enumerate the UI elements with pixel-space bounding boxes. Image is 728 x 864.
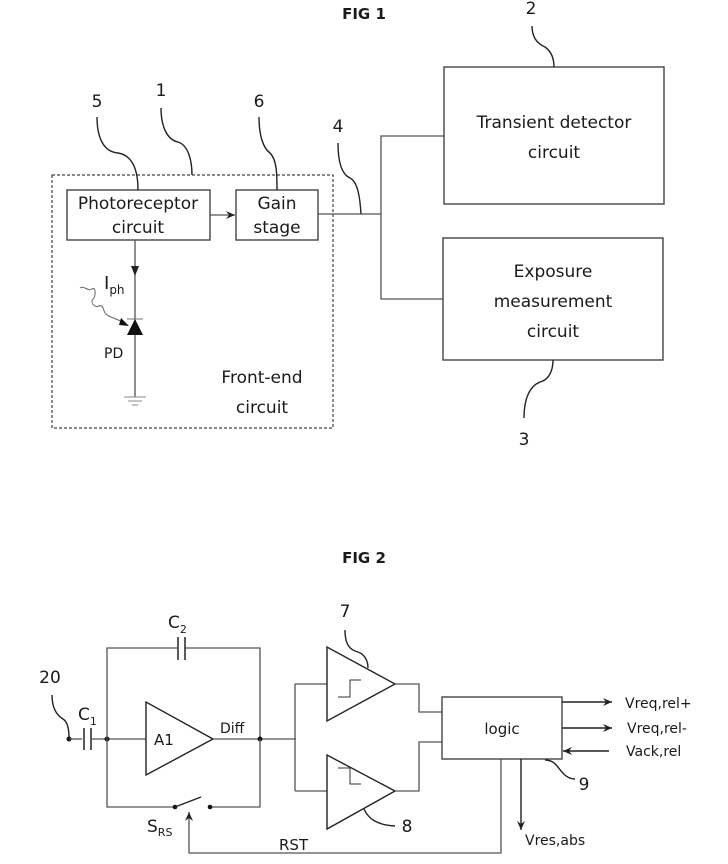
ref-9: 9	[579, 775, 590, 795]
branch-to-transient	[380, 135, 444, 214]
branch-to-exposure	[380, 214, 443, 300]
transient-detector-box	[443, 66, 665, 205]
gain-stage-label-line1: Gain	[257, 194, 296, 214]
ref-20-leader	[51, 694, 70, 739]
logic-label: logic	[484, 720, 519, 738]
switch-label: SRS	[147, 817, 172, 839]
ref-20: 20	[39, 668, 61, 688]
ref-2: 2	[526, 0, 537, 19]
amplifier-a1-label: A1	[154, 731, 174, 749]
c1-label: C1	[78, 705, 97, 728]
c2-label: C2	[168, 613, 187, 636]
photoreceptor-label-line1: Photoreceptor	[78, 194, 198, 214]
gain-stage-box	[235, 189, 319, 241]
c2-feedback-wire-right	[185, 647, 261, 739]
light-arrow-head-icon	[119, 318, 129, 326]
ref-1-leader	[160, 107, 193, 176]
ref-4: 4	[333, 117, 344, 137]
ref-8: 8	[402, 817, 413, 837]
switch-node-right	[207, 804, 213, 810]
vreq-rel-plus-label: Vreq,rel+	[625, 696, 692, 712]
ground-icon	[124, 396, 146, 406]
ref-3-leader	[523, 359, 554, 419]
photocurrent-label: Iph	[104, 273, 125, 297]
fig1: FIG 1 Front-end circuit Photoreceptor ci…	[51, 0, 665, 450]
reset-switch-icon	[174, 796, 202, 808]
ref-9-leader	[544, 759, 576, 780]
fig1-title: FIG 1	[342, 5, 386, 23]
switch-wire-right	[210, 739, 261, 808]
switch-wire-left	[106, 739, 175, 808]
exposure-label-line2: measurement	[494, 292, 613, 312]
transient-detector-label-line1: Transient detector	[476, 113, 632, 133]
exposure-label-line3: circuit	[527, 322, 580, 342]
comparator-down-output	[395, 741, 442, 792]
ref-4-leader	[337, 142, 362, 215]
comparator-up-icon	[326, 645, 397, 723]
capacitor-c2-icon	[177, 637, 186, 660]
ref-7: 7	[340, 602, 351, 622]
ref-6-leader	[258, 116, 278, 191]
fig2: FIG 2 20 C1 C2 A1 Diff	[39, 549, 691, 854]
transient-detector-label-line2: circuit	[528, 143, 581, 163]
photodiode-icon	[127, 319, 143, 335]
capacitor-c1-icon	[83, 728, 92, 750]
ref-5-leader	[96, 116, 139, 191]
ref-1: 1	[156, 81, 167, 101]
ref-5: 5	[92, 92, 103, 112]
ref-7-leader	[344, 629, 369, 669]
photoreceptor-label-line2: circuit	[112, 218, 165, 238]
exposure-measurement-box	[442, 237, 664, 361]
comparator-down-icon	[326, 753, 397, 831]
fig2-title: FIG 2	[342, 549, 386, 567]
exposure-label-line1: Exposure	[514, 262, 593, 282]
ref-3: 3	[519, 430, 530, 450]
vres-abs-label: Vres,abs	[525, 833, 585, 849]
comparator-up-output	[395, 683, 442, 713]
front-end-label-line2: circuit	[236, 398, 289, 418]
ref-8-leader	[363, 808, 396, 827]
photocurrent-arrow-icon	[131, 266, 139, 276]
gain-stage-label-line2: stage	[253, 218, 300, 238]
ref-6: 6	[254, 92, 265, 112]
rising-step-icon	[338, 679, 361, 698]
ref-2-leader	[531, 25, 555, 68]
rst-wire	[185, 759, 502, 854]
vack-rel-label: Vack,rel	[626, 744, 681, 760]
falling-step-icon	[338, 767, 361, 785]
light-wave-icon	[79, 286, 123, 323]
amplifier-a1-icon	[145, 700, 215, 777]
front-end-label-line1: Front-end	[221, 368, 302, 388]
photodiode-label: PD	[104, 346, 123, 362]
vreq-rel-minus-label: Vreq,rel-	[627, 721, 687, 737]
diff-label: Diff	[220, 721, 245, 737]
c2-feedback-wire-left	[106, 647, 177, 739]
rst-label: RST	[279, 836, 309, 854]
